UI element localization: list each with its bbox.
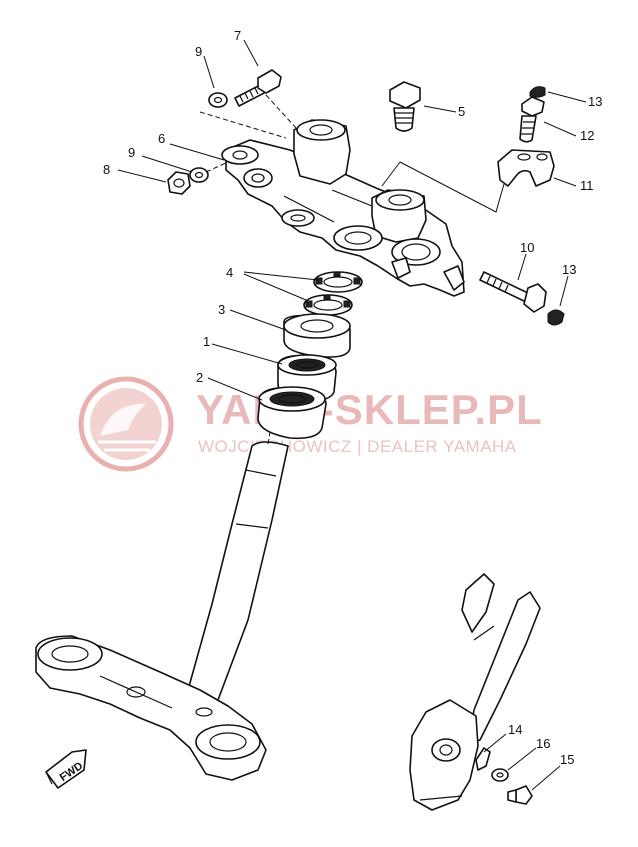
callout-13-right: 13 bbox=[562, 262, 576, 277]
cap-13-right bbox=[547, 309, 565, 326]
callout-9-top: 9 bbox=[195, 44, 202, 59]
bolt-5 bbox=[389, 81, 421, 132]
callout-8: 8 bbox=[103, 162, 110, 177]
upper-bracket bbox=[221, 119, 465, 297]
watermark-subtitle: WOJCIECHOWICZ | DEALER YAMAHA bbox=[198, 437, 517, 456]
handlebar-clamp-11 bbox=[497, 149, 555, 187]
callout-9-left: 9 bbox=[128, 145, 135, 160]
ring-nut-4-upper bbox=[313, 271, 363, 293]
steering-stem bbox=[187, 431, 289, 705]
washer-9-top bbox=[208, 92, 228, 108]
washer-16 bbox=[491, 768, 509, 782]
callout-3: 3 bbox=[218, 302, 225, 317]
cap-13-top bbox=[529, 86, 546, 98]
callout-labels: 7 9 6 9 8 5 13 12 11 10 13 4 3 1 2 14 16… bbox=[103, 28, 602, 767]
callout-6: 6 bbox=[158, 131, 165, 146]
callout-12: 12 bbox=[580, 128, 594, 143]
bolt-10 bbox=[479, 271, 547, 313]
bolt-7 bbox=[234, 69, 282, 107]
callout-4: 4 bbox=[226, 265, 233, 280]
callout-15: 15 bbox=[560, 752, 574, 767]
bearing-cover-3 bbox=[283, 313, 351, 358]
callout-5: 5 bbox=[458, 104, 465, 119]
callout-16: 16 bbox=[536, 736, 550, 751]
bearing-2 bbox=[257, 386, 327, 440]
bolt-15 bbox=[507, 785, 533, 805]
ring-nut-4-lower bbox=[303, 294, 353, 316]
side-stand bbox=[409, 573, 541, 811]
under-bracket bbox=[35, 635, 267, 781]
callout-11: 11 bbox=[580, 178, 594, 193]
fwd-arrow-icon: FWD bbox=[45, 749, 87, 789]
callout-2: 2 bbox=[196, 370, 203, 385]
callout-14: 14 bbox=[508, 722, 522, 737]
bolt-12 bbox=[519, 96, 545, 143]
callout-7: 7 bbox=[234, 28, 241, 43]
leader-lines bbox=[117, 39, 587, 791]
washer-9-left bbox=[189, 167, 209, 183]
callout-1: 1 bbox=[203, 334, 210, 349]
clip-14 bbox=[475, 747, 491, 771]
watermark-title: YAMA-SKLEP.PL bbox=[196, 386, 543, 433]
callout-13-top: 13 bbox=[588, 94, 602, 109]
nut-8 bbox=[167, 171, 191, 195]
callout-10: 10 bbox=[520, 240, 534, 255]
watermark-logo bbox=[78, 376, 174, 472]
